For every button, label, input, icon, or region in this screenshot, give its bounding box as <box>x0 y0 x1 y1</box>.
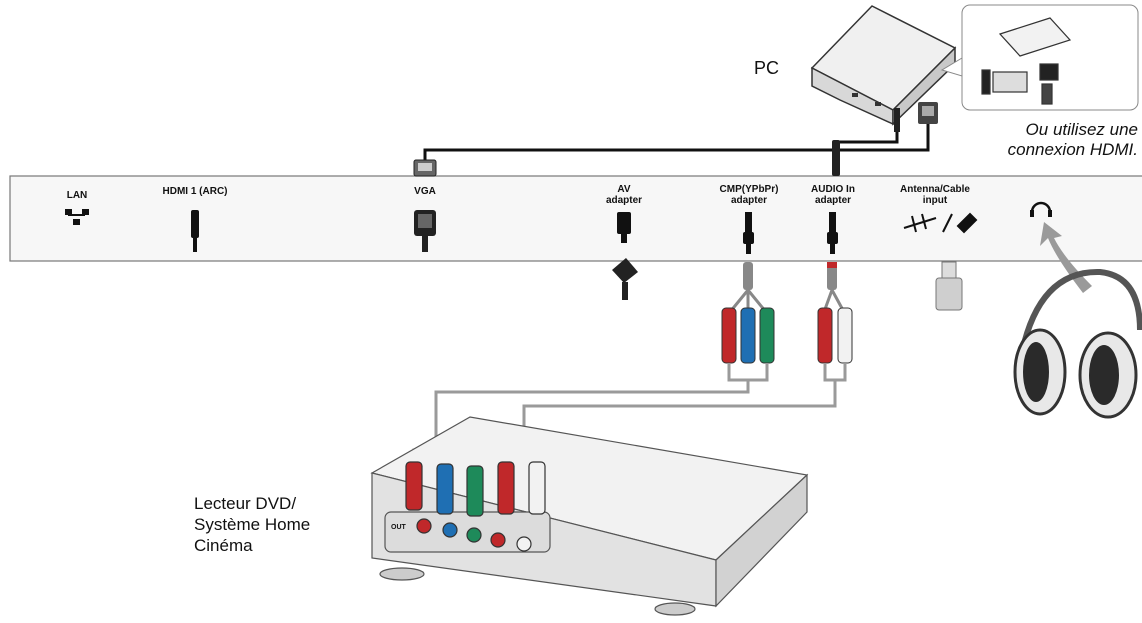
hdmi-callout-pointer <box>940 57 963 77</box>
dvd-rca-plugs <box>405 461 546 517</box>
av-adapter-plug-icon <box>612 258 638 300</box>
dvd-out-label: OUT <box>391 524 406 531</box>
antenna-plug-icon <box>935 261 963 311</box>
audio-adapter-jack-icon <box>827 212 838 254</box>
port-label-av: AV adapter <box>605 184 643 206</box>
hdmi-note: Ou utilisez une connexion HDMI. <box>1007 120 1138 159</box>
port-label-vga: VGA <box>414 186 436 197</box>
cmp-plug-green <box>759 307 775 364</box>
headphone-jack-icon <box>1030 201 1052 217</box>
av-adapter-icon <box>617 212 631 243</box>
hdmi-plug-icon <box>191 210 199 252</box>
vga-plug-icon <box>414 210 436 252</box>
audio-plug-white <box>837 307 853 364</box>
cmp-plug-blue <box>740 307 756 364</box>
lan-icon <box>65 209 89 225</box>
pc-label: PC <box>754 58 780 78</box>
cmp-rca-plugs <box>721 307 775 364</box>
pc-vga-plug-icon <box>918 102 938 124</box>
hdmi-callout-illustration <box>981 17 1072 105</box>
audio-plug-red <box>817 307 833 364</box>
cmp-plug-red <box>721 307 737 364</box>
port-label-lan: LAN <box>66 190 88 201</box>
port-label-antenna: Antenna/Cable input <box>899 184 970 206</box>
port-label-cmp: CMP(YPbPr) adapter <box>719 184 779 206</box>
pc-audio-plug-icon <box>894 108 900 132</box>
audio-cable <box>822 262 846 313</box>
laptop-icon <box>810 5 957 126</box>
pc-cables <box>423 124 930 176</box>
audio-rca-plugs <box>817 307 853 364</box>
panel-audio-plug-icon <box>832 140 840 176</box>
cmp-adapter-jack-icon <box>743 212 754 254</box>
dvd-player <box>370 416 809 616</box>
antenna-icon <box>903 212 978 234</box>
dvd-label: Lecteur DVD/ Système Home Cinéma <box>194 494 311 555</box>
dvd-output-jacks <box>416 518 532 552</box>
port-label-audio-in: AUDIO In adapter <box>811 184 855 206</box>
cmp-cable <box>728 262 768 313</box>
port-label-hdmi1: HDMI 1 (ARC) <box>162 186 228 197</box>
panel-vga-connector-icon <box>413 159 437 177</box>
headphones-icon <box>1013 268 1142 419</box>
